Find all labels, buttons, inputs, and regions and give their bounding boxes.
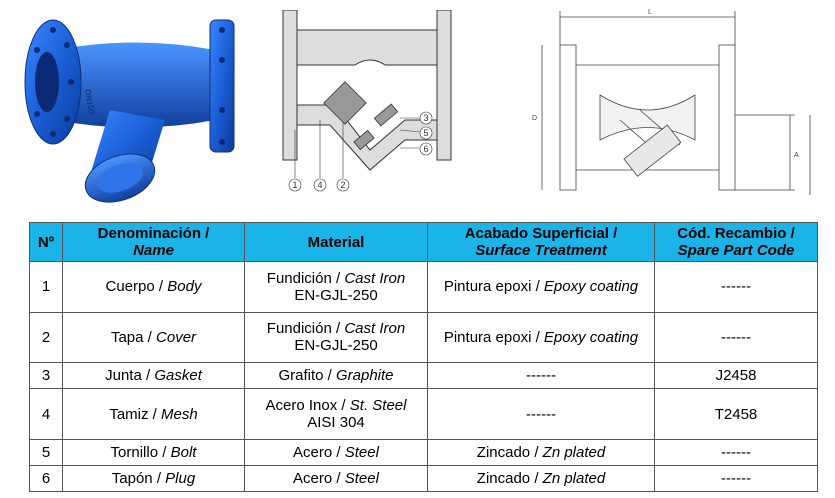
cell-surface-treatment: ------ [427, 388, 655, 440]
cell-surface-treatment: Pintura epoxi / Epoxy coating [427, 311, 655, 364]
cell-surface-treatment: Zincado / Zn plated [427, 438, 655, 466]
header-spare-part-code: Cód. Recambio /Spare Part Code [654, 222, 818, 262]
cell-name: Tamiz / Mesh [62, 388, 245, 440]
cell-number: 5 [29, 438, 63, 466]
cell-number: 6 [29, 464, 63, 493]
cell-surface-treatment: ------ [427, 362, 655, 390]
callout-4: 4 [317, 180, 322, 190]
cell-spare-part-code: ------ [654, 464, 818, 493]
header-surface-treatment: Acabado Superficial /Surface Treatment [427, 222, 655, 262]
callout-5: 5 [423, 128, 428, 138]
cell-number: 3 [29, 362, 63, 390]
cell-number: 2 [29, 311, 63, 364]
cell-material: Acero / Steel [244, 464, 428, 493]
table-header-row: Nº Denominación /Name Material Acabado S… [29, 222, 818, 262]
header-material: Material [244, 222, 428, 262]
callout-1: 1 [292, 180, 297, 190]
cell-spare-part-code: T2458 [654, 388, 818, 440]
callout-2: 2 [340, 180, 345, 190]
header-number: Nº [29, 222, 63, 262]
svg-text:DN100: DN100 [83, 89, 96, 116]
callout-6: 6 [423, 144, 428, 154]
figures-area: DN100 1 4 2 [0, 0, 835, 215]
cell-name: Tornillo / Bolt [62, 438, 245, 466]
strainer-render-image: DN100 [24, 19, 235, 203]
cell-spare-part-code: J2458 [654, 362, 818, 390]
cell-spare-part-code: ------ [654, 311, 818, 364]
dim-label-height: A [794, 152, 799, 159]
cell-surface-treatment: Zincado / Zn plated [427, 464, 655, 493]
cell-spare-part-code: ------ [654, 261, 818, 313]
cell-name: Cuerpo / Body [62, 261, 245, 313]
cell-number: 4 [29, 388, 63, 440]
callout-3: 3 [423, 113, 428, 123]
cell-number: 1 [29, 261, 63, 313]
header-name: Denominación /Name [62, 222, 245, 262]
dimension-diagram: L D A [532, 9, 811, 195]
dim-label-length: L [648, 9, 652, 16]
dim-label-diameter: D [532, 115, 537, 122]
parts-table: Nº Denominación /Name Material Acabado S… [29, 222, 818, 493]
cell-material: Grafito / Graphite [244, 362, 428, 390]
cell-surface-treatment: Pintura epoxi / Epoxy coating [427, 261, 655, 313]
cell-material: Acero / Steel [244, 438, 428, 466]
cross-section-diagram: 1 4 2 3 5 6 [282, 10, 452, 192]
cell-spare-part-code: ------ [654, 438, 818, 466]
cell-name: Tapón / Plug [62, 464, 245, 493]
cell-name: Junta / Gasket [62, 362, 245, 390]
cell-name: Tapa / Cover [62, 311, 245, 364]
